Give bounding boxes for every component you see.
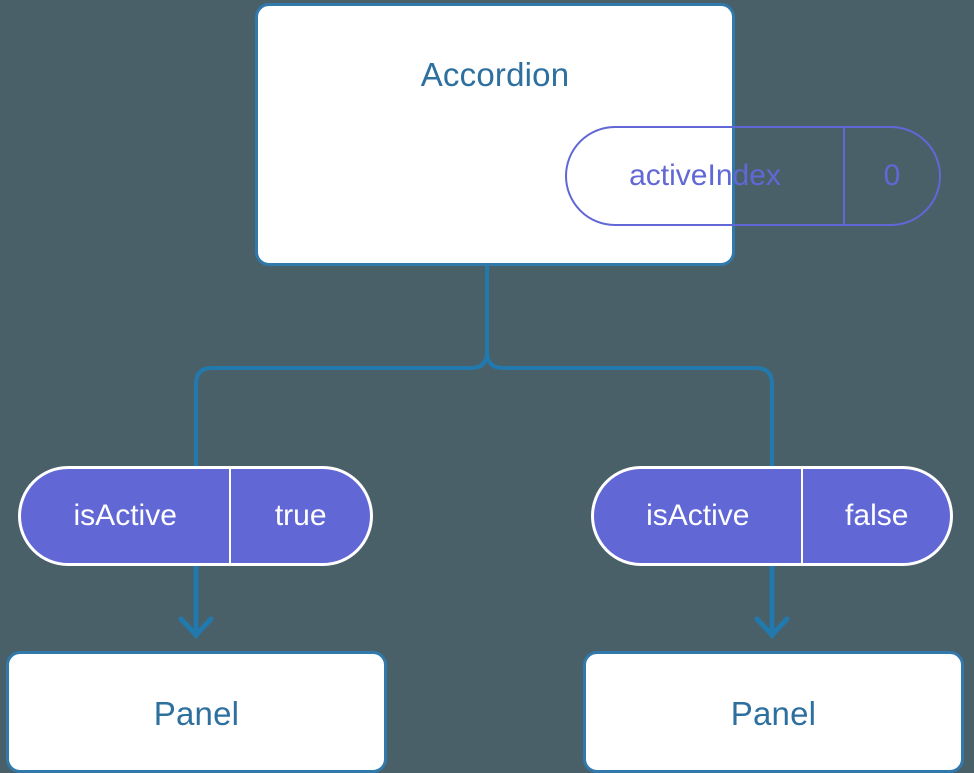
node-accordion[interactable]: Accordion activeIndex 0	[255, 3, 941, 266]
arrow-right-head-icon	[754, 616, 790, 638]
node-panel-left-title: Panel	[153, 695, 240, 732]
node-panel-right-title: Panel	[730, 695, 817, 732]
prop-pill-is-active-left-key: isActive	[21, 469, 232, 563]
prop-pill-is-active-right-key: isActive	[594, 469, 804, 563]
node-accordion-title: Accordion	[420, 56, 570, 93]
state-pill-active-index-key: activeIndex	[567, 128, 846, 224]
prop-pill-is-active-left[interactable]: isActive true	[18, 466, 373, 566]
node-panel-right[interactable]: Panel	[583, 651, 964, 773]
state-pill-active-index-value: 0	[883, 159, 901, 192]
prop-pill-is-active-right[interactable]: isActive false	[591, 466, 953, 566]
node-panel-left[interactable]: Panel	[6, 651, 387, 773]
prop-pill-is-active-left-value: true	[274, 499, 327, 532]
connector-accordion-to-right	[485, 264, 774, 468]
connector-accordion-to-left	[194, 264, 489, 468]
state-pill-active-index[interactable]: activeIndex 0	[565, 126, 941, 226]
prop-pill-is-active-right-value: false	[845, 499, 909, 532]
arrow-left-head-icon	[178, 616, 214, 638]
